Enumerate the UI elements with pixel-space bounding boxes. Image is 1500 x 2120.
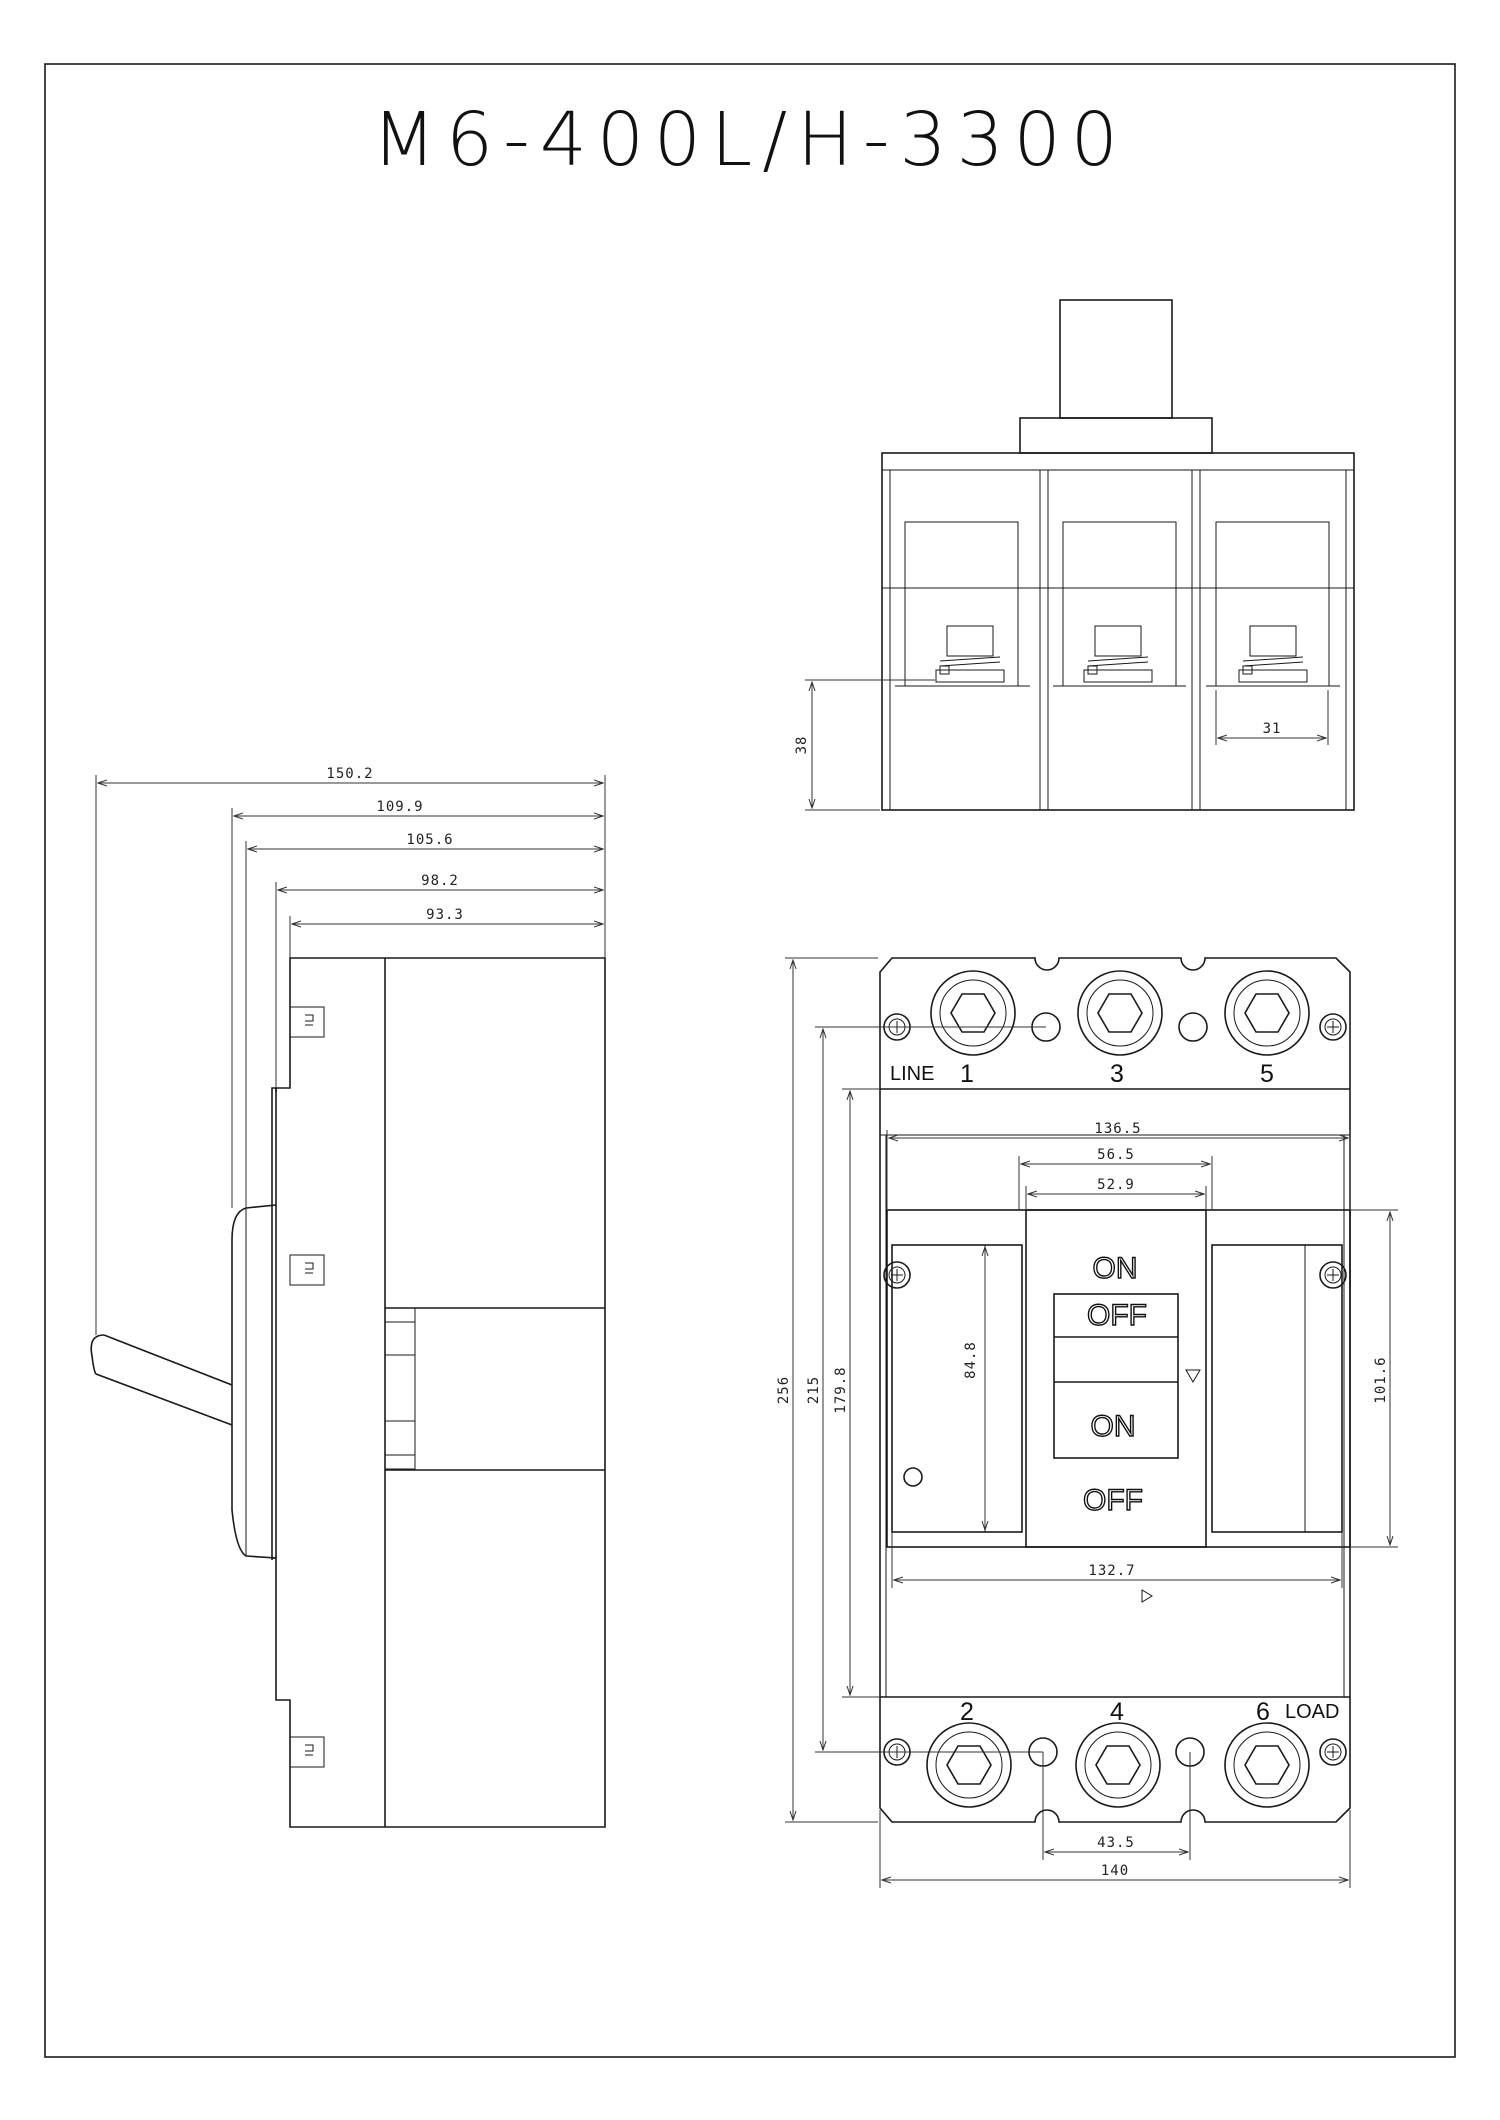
load-terminal-6 (1224, 1722, 1310, 1808)
side-view-body (271, 957, 606, 1828)
corner-screw-mid-right (1319, 1261, 1347, 1289)
handle-frame (1025, 1209, 1207, 1548)
dim-38: 38 (794, 679, 935, 811)
load-terminal-4 (1075, 1722, 1161, 1808)
top-view-body (881, 452, 1355, 811)
front-dim-215: 215 (806, 1026, 1046, 1753)
side-view-handle-base (231, 1204, 277, 1559)
front-dim-179-8: 179.8 (833, 1088, 880, 1698)
arrow-marker-icon (1141, 1589, 1153, 1603)
switch-off-bottom: OFF (1083, 1484, 1143, 1517)
line-label: LINE (890, 1063, 934, 1085)
side-dim-98-2-label: 98.2 (421, 873, 459, 889)
test-button (903, 1467, 923, 1487)
side-dim-105-6-label: 105.6 (406, 832, 453, 848)
top-view-pocket-5 (1206, 521, 1340, 687)
line-terminal-1 (930, 970, 1016, 1056)
side-view: 150.2 109.9 105.6 98.2 93.3 (90, 766, 606, 1828)
front-dim-256-label: 256 (776, 1376, 792, 1404)
drawing-title: M6-400L/H-3300 (372, 97, 1128, 183)
switch-off-upper: OFF (1087, 1299, 1147, 1332)
front-view-outline (879, 957, 1351, 1823)
top-view-handle (1059, 299, 1173, 419)
front-dim-136-5-label: 136.5 (1094, 1121, 1141, 1137)
front-view: LINE 1 3 5 ON OFF ON OFF (776, 957, 1398, 1888)
front-dim-101-6-label: 101.6 (1373, 1356, 1389, 1403)
front-dim-132-7-label: 132.7 (1088, 1563, 1135, 1579)
front-dim-215-label: 215 (806, 1376, 822, 1404)
trip-indicator-icon (1185, 1369, 1201, 1383)
corner-screw-mid-left (883, 1261, 911, 1289)
front-dim-136-5: 136.5 (886, 1121, 1351, 1210)
load-terminal-2 (926, 1722, 1012, 1808)
load-label: LOAD (1285, 1701, 1339, 1723)
front-dim-101-6: 101.6 (1350, 1209, 1398, 1548)
front-dim-256: 256 (776, 957, 878, 1823)
top-view: 38 31 (794, 299, 1355, 811)
line-terminal-3 (1077, 970, 1163, 1056)
toggle-window (1053, 1293, 1179, 1459)
front-dim-84-8: 84.8 (963, 1247, 985, 1530)
line-terminal-5 (1224, 970, 1310, 1056)
front-dim-56-5-label: 56.5 (1097, 1147, 1135, 1163)
dim-38-label: 38 (794, 736, 810, 755)
side-dim-150-2-label: 150.2 (326, 766, 373, 782)
right-window (1211, 1244, 1343, 1533)
switch-on-lower: ON (1091, 1410, 1136, 1443)
dim-31: 31 (1215, 690, 1329, 745)
top-view-pocket-3 (1053, 521, 1186, 687)
corner-screw-top-right (1319, 1013, 1347, 1041)
front-dim-132-7: 132.7 (891, 1532, 1343, 1588)
load-terminal-number-2: 2 (960, 1698, 974, 1726)
top-view-handle-base (1019, 417, 1213, 454)
sheet-border (44, 63, 1456, 2058)
front-dim-179-8-label: 179.8 (833, 1366, 849, 1413)
front-dim-84-8-label: 84.8 (963, 1341, 979, 1379)
switch-on-top: ON (1093, 1252, 1138, 1285)
side-dim-150-2: 150.2 (95, 766, 606, 1335)
front-dim-140-label: 140 (1101, 1863, 1129, 1879)
front-dim-140: 140 (879, 1810, 1351, 1888)
front-dim-43-5-label: 43.5 (1097, 1835, 1135, 1851)
line-screw-hole-b (1178, 1012, 1208, 1042)
line-terminal-number-3: 3 (1110, 1060, 1124, 1088)
line-terminal-number-5: 5 (1260, 1060, 1274, 1088)
side-dim-98-2: 98.2 (275, 873, 603, 1088)
front-dim-52-9-label: 52.9 (1097, 1177, 1135, 1193)
left-window (891, 1244, 1023, 1533)
side-dim-93-3: 93.3 (289, 907, 603, 958)
side-dim-105-6: 105.6 (245, 832, 603, 1208)
front-dim-56-5: 56.5 (1018, 1147, 1213, 1210)
side-dim-109-9-label: 109.9 (376, 799, 423, 815)
side-view-lever (90, 1334, 233, 1426)
corner-screw-bottom-right (1319, 1738, 1347, 1766)
load-terminal-number-6: 6 (1256, 1698, 1270, 1726)
top-view-pocket-1 (895, 521, 1030, 687)
front-dim-43-5: 43.5 (1042, 1752, 1191, 1860)
load-terminal-number-4: 4 (1110, 1698, 1124, 1726)
side-dim-93-3-label: 93.3 (426, 907, 464, 923)
line-terminal-number-1: 1 (960, 1060, 974, 1088)
dim-31-label: 31 (1263, 721, 1282, 737)
side-dim-109-9: 109.9 (231, 799, 603, 1208)
front-dim-52-9: 52.9 (1025, 1177, 1207, 1210)
